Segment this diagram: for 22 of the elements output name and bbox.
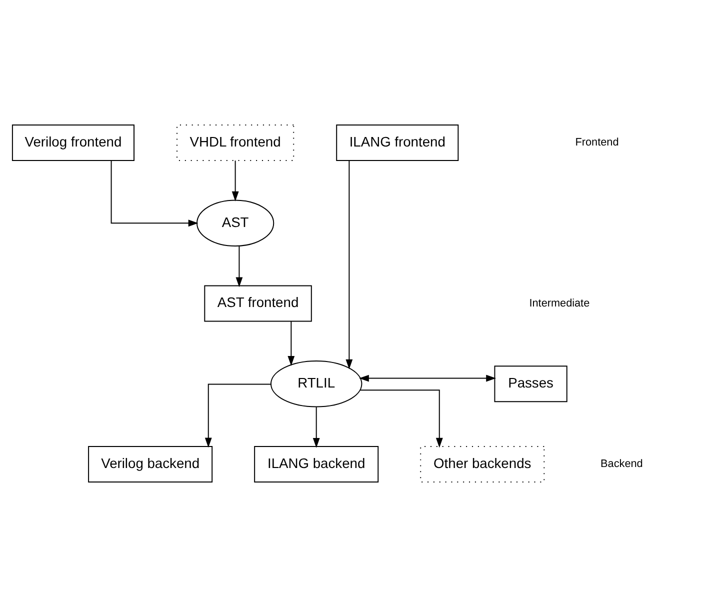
node-box: ILANG backend [254,446,379,483]
arrow [110,160,198,227]
node-ellipse: RTLIL [270,360,362,408]
arrow [288,320,295,366]
arrow [346,160,353,370]
label: Intermediate [529,297,590,310]
node-box: Verilog backend [88,446,213,483]
arrow [232,160,239,202]
arrow [360,390,443,448]
label: Frontend [575,136,619,149]
node-box: Verilog frontend [12,124,134,162]
node-box: Passes [494,366,568,402]
arrow [359,374,496,382]
arrow [312,406,320,448]
arrow [236,246,243,288]
label: Backend [600,458,643,470]
node-ellipse: AST [196,200,274,247]
node-box: Other backends [420,446,545,483]
arrow [204,384,272,448]
node-box: VHDL frontend [176,124,294,162]
node-box: AST frontend [204,285,312,322]
node-box: ILANG frontend [336,124,459,162]
